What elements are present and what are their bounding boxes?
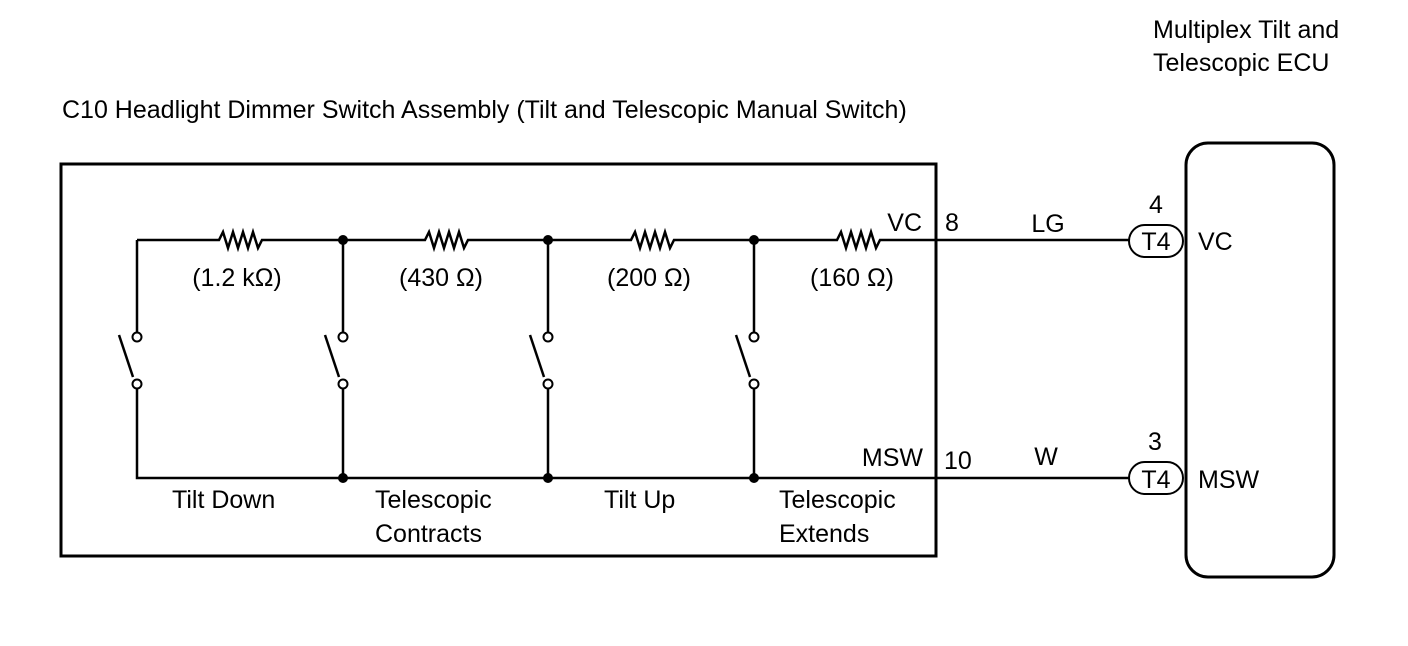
ecu-connector-t4-bottom: T4 (1141, 466, 1170, 494)
resistor-label-3: (200 Ω) (607, 264, 691, 292)
ecu-title-line1: Multiplex Tilt and (1153, 16, 1339, 44)
junction-dots (338, 235, 759, 483)
switch-telescopic-contracts (323, 331, 349, 390)
terminal-pin-10: 10 (944, 447, 972, 475)
wire-color-w: W (1034, 443, 1058, 471)
wire-color-lg: LG (1031, 210, 1064, 238)
terminal-name-msw: MSW (862, 444, 924, 472)
bottom-rail (135, 384, 936, 480)
terminal-pin-8: 8 (945, 209, 959, 237)
resistor-label-1: (1.2 kΩ) (192, 264, 282, 292)
resistor-label-4: (160 Ω) (810, 264, 894, 292)
switch-tilt-up (528, 331, 554, 390)
assembly-title: C10 Headlight Dimmer Switch Assembly (Ti… (62, 96, 907, 124)
switch-tilt-down (117, 331, 143, 390)
ecu-pin-number-4: 4 (1149, 191, 1163, 219)
ecu-pin-vc: 4 T4 VC (1128, 191, 1233, 258)
connector-t4-top (1128, 224, 1184, 258)
switch-label-tilt-up: Tilt Up (604, 486, 675, 514)
switch-label-tilt-down: Tilt Down (172, 486, 275, 514)
switch-assembly-box (59, 162, 938, 558)
ecu-box (1184, 141, 1336, 579)
ecu-title-line2: Telescopic ECU (1153, 49, 1329, 77)
ecu-pin-number-3: 3 (1148, 428, 1162, 456)
switch-telescopic-extends (734, 331, 760, 390)
switch-label-telescopic-extends-1: Telescopic (779, 486, 896, 514)
connector-t4-bottom (1128, 461, 1184, 495)
switch-label-telescopic-contracts-1: Telescopic (375, 486, 492, 514)
ecu-signal-vc: VC (1198, 228, 1233, 256)
terminal-name-vc: VC (887, 209, 922, 237)
ecu-connector-t4-top: T4 (1141, 228, 1170, 256)
resistor-label-2: (430 Ω) (399, 264, 483, 292)
ecu-signal-msw: MSW (1198, 466, 1260, 494)
switch-label-telescopic-extends-2: Extends (779, 520, 869, 548)
ecu-pin-msw: 3 T4 MSW (1128, 428, 1260, 495)
switch-label-telescopic-contracts-2: Contracts (375, 520, 482, 548)
